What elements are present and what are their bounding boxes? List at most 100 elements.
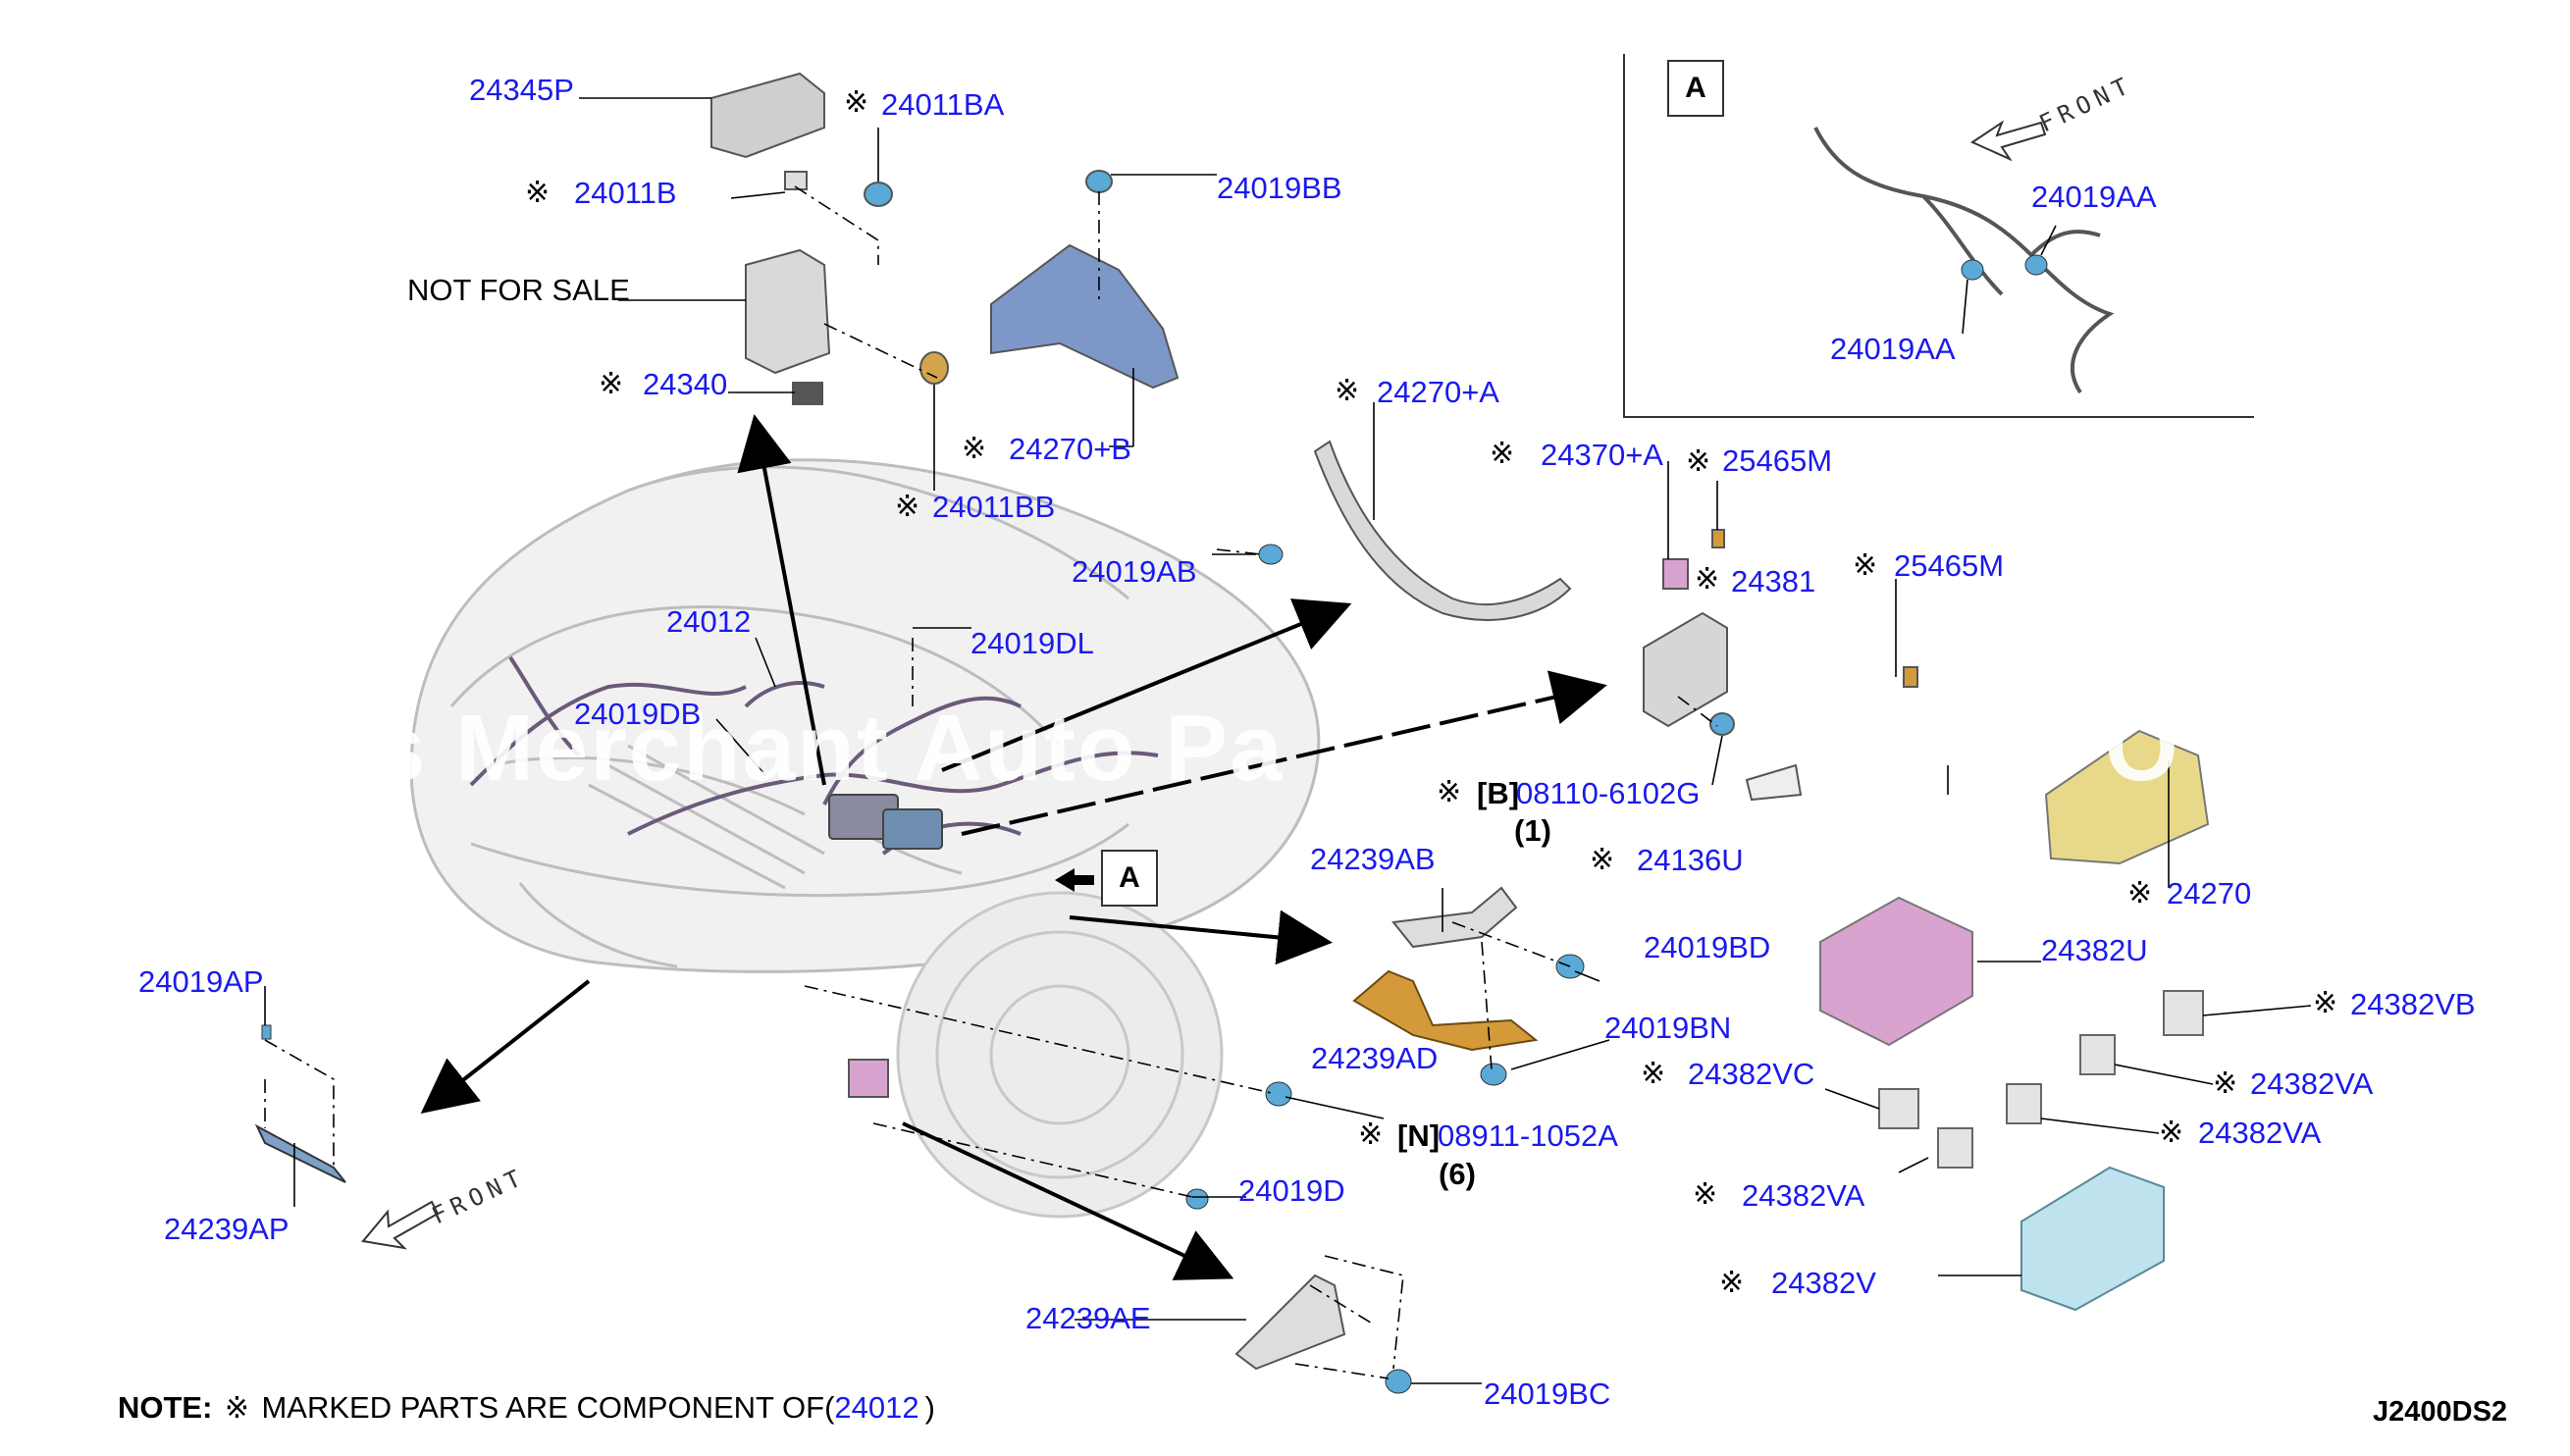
- part-24345P[interactable]: 24345P: [469, 73, 574, 107]
- part-24270[interactable]: 24270: [2167, 876, 2252, 910]
- part-08911-qty: (6): [1439, 1157, 1476, 1191]
- part-24019BC[interactable]: 24019BC: [1484, 1377, 1611, 1411]
- cover-24270: [2044, 729, 2210, 865]
- part-24019DL[interactable]: 24019DL: [970, 626, 1094, 660]
- bolt-08911: [1265, 1081, 1292, 1107]
- part-24382V[interactable]: 24382V: [1771, 1266, 1876, 1300]
- part-25465M-1[interactable]: 25465M: [1722, 443, 1833, 478]
- part-24136U[interactable]: 24136U: [1637, 843, 1744, 877]
- part-24340[interactable]: 24340: [643, 367, 728, 401]
- mark-24382V: ※: [1719, 1266, 1745, 1300]
- mark-25465M-2: ※: [1853, 548, 1878, 583]
- part-24239AD[interactable]: 24239AD: [1311, 1041, 1439, 1075]
- mark-08911: ※: [1358, 1118, 1384, 1152]
- vehicle-illustration: [409, 458, 1321, 973]
- part-24019D[interactable]: 24019D: [1238, 1173, 1345, 1208]
- mark-08110: ※: [1437, 775, 1462, 809]
- part-24019AA-1[interactable]: 24019AA: [2031, 180, 2157, 214]
- assembly-lines: [264, 185, 1718, 1379]
- mark-24382VA-3: ※: [1693, 1177, 1718, 1212]
- mark-24011B: ※: [525, 176, 551, 210]
- part-24019BD[interactable]: 24019BD: [1644, 930, 1771, 964]
- mark-24270: ※: [2127, 876, 2153, 910]
- part-24011B[interactable]: 24011B: [574, 176, 677, 210]
- part-24270B[interactable]: 24270+B: [1009, 432, 1131, 466]
- arrow-to-A: [1055, 868, 1094, 892]
- mark-24381: ※: [1695, 562, 1720, 597]
- wheel-illustration: [896, 891, 1224, 1219]
- diagram-code: J2400DS2: [2373, 1396, 2508, 1428]
- bracket-24239AE: [1234, 1274, 1346, 1371]
- mark-24382VA-2: ※: [2159, 1116, 2184, 1150]
- inset-harness: [1813, 127, 2115, 394]
- part-24381[interactable]: 24381: [1731, 564, 1816, 598]
- note-prefix: NOTE:: [118, 1390, 213, 1425]
- view-a-marker[interactable]: A: [1101, 850, 1158, 907]
- note-mark: ※: [224, 1391, 250, 1426]
- mark-24011BB: ※: [895, 490, 920, 524]
- part-24019AA-2[interactable]: 24019AA: [1830, 332, 1956, 366]
- part-24019AP[interactable]: 24019AP: [138, 964, 264, 999]
- duct-24270A: [1313, 440, 1572, 621]
- part-24382VA-3[interactable]: 24382VA: [1742, 1178, 1865, 1213]
- part-24382VC[interactable]: 24382VC: [1688, 1057, 1815, 1091]
- inset-frame: [1623, 54, 2254, 418]
- relay-box: [1643, 529, 1918, 802]
- bracket-24239AB: [1391, 886, 1518, 949]
- part-25465M-2[interactable]: 25465M: [1894, 548, 2005, 583]
- part-24019DB[interactable]: 24019DB: [574, 697, 702, 731]
- fuse-blocks: [1878, 990, 2204, 1169]
- cover-24382U: [1819, 896, 1973, 1047]
- part-24382VA-1[interactable]: 24382VA: [2250, 1066, 2374, 1101]
- inset-a-title: A: [1667, 60, 1724, 117]
- fuse-holder-group: [710, 72, 1180, 405]
- mark-24382VA-1: ※: [2213, 1066, 2238, 1101]
- part-24239AE[interactable]: 24239AE: [1025, 1301, 1151, 1335]
- part-08911-1052A[interactable]: 08911-1052A: [1438, 1118, 1618, 1153]
- bolt-24019BC: [1385, 1369, 1412, 1394]
- note-suffix: ): [924, 1390, 935, 1425]
- bolt-24019D: [1185, 1188, 1209, 1210]
- part-24019BN[interactable]: 24019BN: [1604, 1011, 1732, 1045]
- part-24239AP[interactable]: 24239AP: [164, 1212, 289, 1246]
- mark-25465M-1: ※: [1686, 444, 1711, 479]
- bracket-24239AD: [1352, 969, 1539, 1052]
- watermark: s Merchant Auto Pa: [373, 696, 1285, 801]
- part-24382VA-2[interactable]: 24382VA: [2198, 1116, 2322, 1150]
- part-24370A[interactable]: 24370+A: [1541, 438, 1663, 472]
- part-24382U[interactable]: 24382U: [2041, 933, 2148, 967]
- bolt-24019BN: [1480, 1063, 1507, 1086]
- part-24382VB[interactable]: 24382VB: [2350, 987, 2476, 1021]
- part-08110-qty: (1): [1514, 813, 1551, 848]
- watermark-tail: O: [2105, 696, 2180, 801]
- front-arrow-icon: [361, 120, 2047, 1250]
- part-24019AB[interactable]: 24019AB: [1072, 554, 1197, 589]
- harness-box: [828, 794, 943, 850]
- part-24019BB[interactable]: 24019BB: [1217, 171, 1342, 205]
- note-line: NOTE: ※ MARKED PARTS ARE COMPONENT OF(24…: [118, 1391, 935, 1426]
- bracket-24239AP: [254, 1123, 346, 1183]
- note-text: MARKED PARTS ARE COMPONENT OF(: [261, 1390, 835, 1425]
- leader-lines: [264, 97, 2312, 1384]
- mark-24382VC: ※: [1641, 1057, 1666, 1091]
- mark-24136U: ※: [1590, 843, 1615, 877]
- note-part-24012[interactable]: 24012: [834, 1390, 919, 1425]
- mark-24270A: ※: [1335, 374, 1360, 408]
- callout-arrows: [420, 414, 1607, 1280]
- part-08110-prefix: [B]: [1477, 776, 1520, 810]
- pink-fuse-part: [848, 1059, 889, 1098]
- part-24239AB[interactable]: 24239AB: [1310, 842, 1436, 876]
- mark-24340: ※: [599, 367, 624, 401]
- mark-24011BA: ※: [844, 85, 869, 120]
- mark-24370A: ※: [1490, 437, 1515, 471]
- part-24270A[interactable]: 24270+A: [1377, 375, 1499, 409]
- part-24012[interactable]: 24012: [666, 604, 752, 639]
- part-24011BA[interactable]: 24011BA: [881, 87, 1005, 122]
- part-08911-prefix: [N]: [1397, 1118, 1441, 1153]
- mark-24382VB: ※: [2313, 986, 2338, 1020]
- part-24011BB[interactable]: 24011BB: [932, 490, 1056, 524]
- part-08110-6102G[interactable]: 08110-6102G: [1516, 776, 1701, 810]
- bolt-24019AP: [261, 1024, 272, 1040]
